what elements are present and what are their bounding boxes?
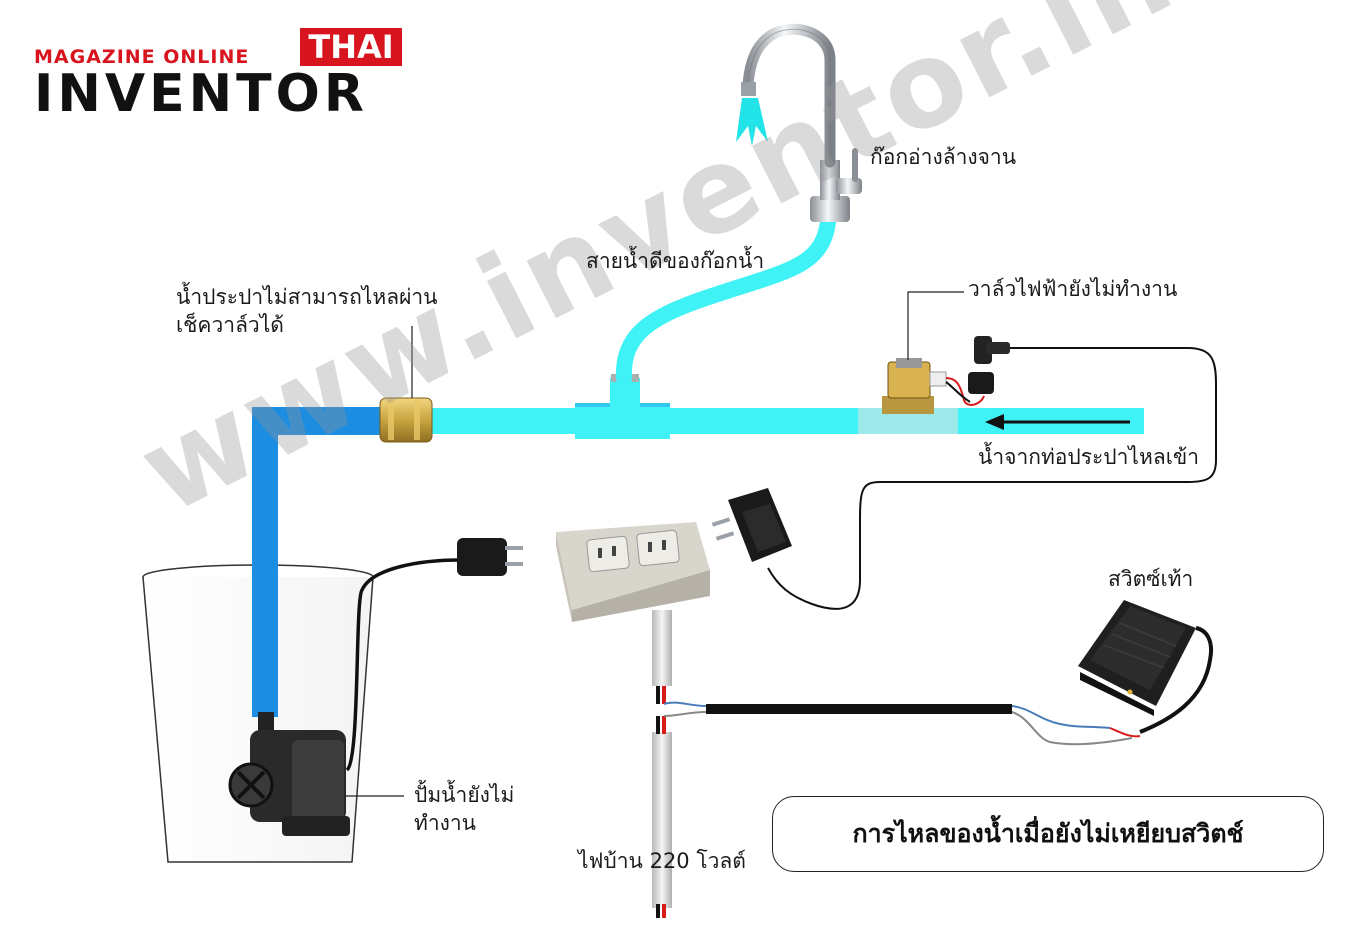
- flow-arrow: [985, 414, 1130, 430]
- faucet-hose: [615, 214, 836, 386]
- label-pump-line2: ทำงาน: [414, 811, 477, 835]
- pump-plug: [457, 538, 523, 576]
- logo-thai-text: THAI: [300, 28, 402, 66]
- logo: MAGAZINE ONLINE THAI INVENTOR: [34, 28, 406, 124]
- power-adapter: [711, 488, 792, 562]
- logo-magazine-text: MAGAZINE ONLINE: [34, 46, 250, 68]
- label-good-water-hose: สายน้ำดีของก๊อกน้ำ: [586, 249, 765, 273]
- label-inlet: น้ำจากท่อประปาไหลเข้า: [978, 445, 1200, 469]
- label-solenoid-valve: วาล์วไฟฟ้ายังไม่ทำงาน: [968, 277, 1178, 301]
- pump-cable: [345, 558, 461, 772]
- pump-pipe: [252, 407, 392, 734]
- leader-lines: [346, 291, 964, 797]
- label-foot-switch: สวิตซ์เท้า: [1108, 567, 1194, 591]
- logo-inventor-text: INVENTOR: [34, 64, 368, 124]
- mains-conduit: [652, 610, 672, 918]
- adapter-cable: [767, 347, 1217, 610]
- label-pump-line1: ปั้มน้ำยังไม่: [414, 783, 515, 807]
- label-mains: ไฟบ้าน 220 โวลต์: [578, 849, 746, 873]
- main-pipe: [430, 374, 1144, 439]
- wall-outlet: [556, 522, 710, 622]
- water-pump: [228, 730, 350, 836]
- label-check-valve-line2: เช็ควาล์วได้: [176, 313, 284, 337]
- faucet: [736, 23, 862, 222]
- solenoid-valve: [882, 336, 1010, 414]
- caption-box: การไหลของน้ำเมื่อยังไม่เหยียบสวิตช์: [772, 796, 1324, 872]
- label-check-valve-line1: น้ำประปาไม่สามารถไหลผ่าน: [176, 285, 438, 309]
- check-valve: [379, 397, 433, 443]
- caption-text: การไหลของน้ำเมื่อยังไม่เหยียบสวิตช์: [852, 819, 1244, 848]
- label-faucet: ก๊อกอ่างล้างจาน: [870, 145, 1017, 169]
- foot-switch-cable: [663, 626, 1213, 746]
- foot-switch: [1078, 600, 1196, 716]
